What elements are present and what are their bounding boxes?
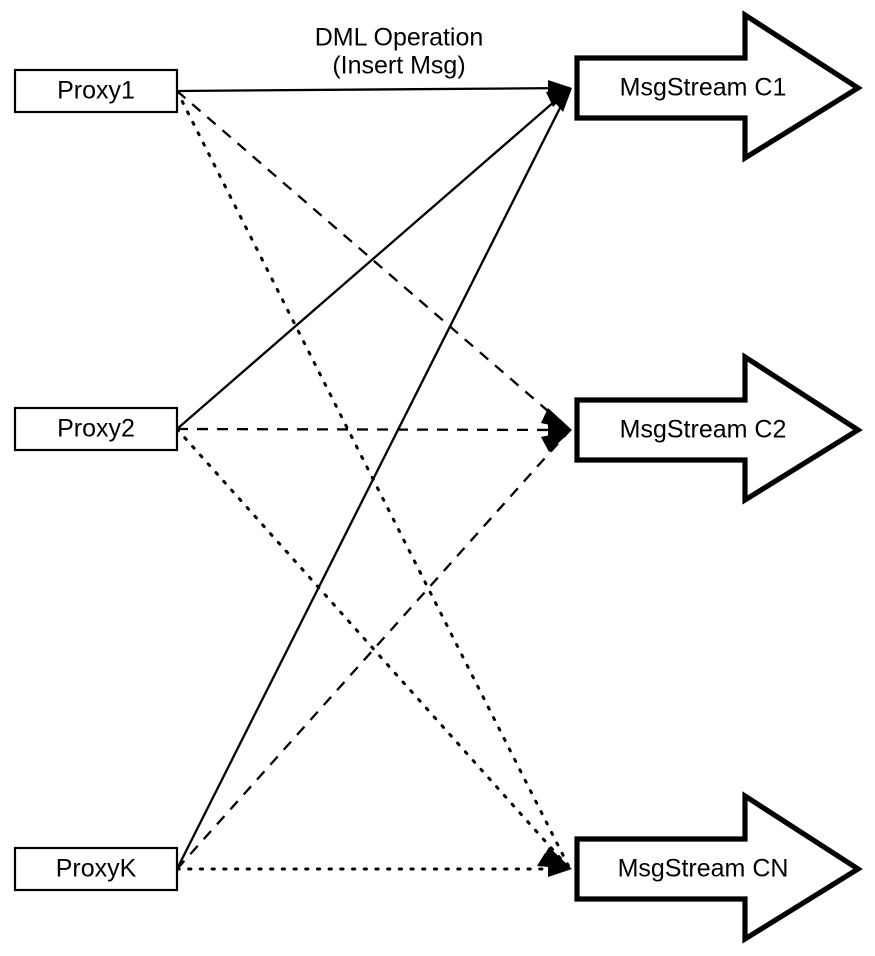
edge-proxy2-to-stream-c1[interactable]: [176, 87, 571, 430]
edge-line-proxy2-c2: [176, 427, 571, 432]
proxy-label-proxyk: ProxyK: [56, 855, 137, 883]
edge-line-proxy1-c1: [176, 86, 571, 93]
proxy-node-proxy1[interactable]: Proxy1: [13, 68, 179, 114]
edge-line-proxyk-c1: [175, 87, 572, 870]
edge-line-proxy1-c2: [176, 90, 571, 431]
edge-arrowhead-layer: [537, 80, 572, 877]
arrowhead-icon-proxy1-c2: [541, 408, 572, 430]
edge-line-proxy2-c1: [176, 87, 571, 430]
stream-arrow-shape-c2: [574, 352, 863, 505]
stream-node-cn[interactable]: MsgStream CN: [574, 791, 863, 944]
proxy-box-proxyk: [13, 846, 179, 892]
proxy-box-proxy1: [13, 68, 179, 114]
arrowhead-icon-proxyk-c2: [541, 430, 572, 452]
stream-arrow-shape-cn: [574, 791, 863, 944]
edge-proxy1-to-stream-c1[interactable]: [176, 86, 571, 93]
stream-label-c2: MsgStream C2: [620, 416, 787, 444]
stream-label-c1: MsgStream C1: [620, 74, 787, 102]
edge-line-proxy2-cn: [175, 427, 572, 871]
edge-proxyk-to-stream-c1[interactable]: [175, 87, 572, 870]
edge-layer: [175, 86, 572, 871]
stream-node-layer: MsgStream C1 MsgStream C2 MsgStream CN: [574, 10, 863, 944]
proxy-node-proxyk[interactable]: ProxyK: [13, 846, 179, 892]
proxy-node-layer: Proxy1 Proxy2 ProxyK: [13, 68, 179, 892]
edge-proxy2-to-stream-c2[interactable]: [176, 427, 571, 432]
edge-proxy1-to-stream-c2[interactable]: [176, 90, 571, 431]
arrowhead-cluster-stream-cn: [537, 847, 572, 877]
arrowhead-icon-proxy2-cn: [537, 853, 572, 869]
arrowhead-icon-proxyk-c1: [552, 88, 572, 112]
dml-operation-line-1: DML Operation: [315, 24, 484, 52]
dml-operation-annotation: DML Operation (Insert Msg): [315, 24, 484, 80]
proxy-node-proxy2[interactable]: Proxy2: [13, 406, 179, 452]
arrowhead-cluster-stream-c1: [546, 80, 572, 112]
stream-arrow-shape-c1: [574, 10, 863, 163]
stream-node-c1[interactable]: MsgStream C1: [574, 10, 863, 163]
proxy-label-proxy2: Proxy2: [57, 415, 135, 443]
edge-proxy2-to-stream-cn[interactable]: [175, 427, 572, 871]
proxy-box-proxy2: [13, 406, 179, 452]
dml-operation-line-2: (Insert Msg): [332, 52, 465, 80]
arrowhead-cluster-stream-c2: [541, 408, 572, 452]
stream-label-cn: MsgStream CN: [618, 855, 789, 883]
proxy-label-proxy1: Proxy1: [57, 77, 135, 105]
stream-node-c2[interactable]: MsgStream C2: [574, 352, 863, 505]
arrowhead-icon-proxy1-cn: [541, 847, 572, 869]
arrowhead-icon-proxy2-c2: [548, 422, 572, 438]
annotation-layer: DML Operation (Insert Msg): [315, 24, 484, 80]
